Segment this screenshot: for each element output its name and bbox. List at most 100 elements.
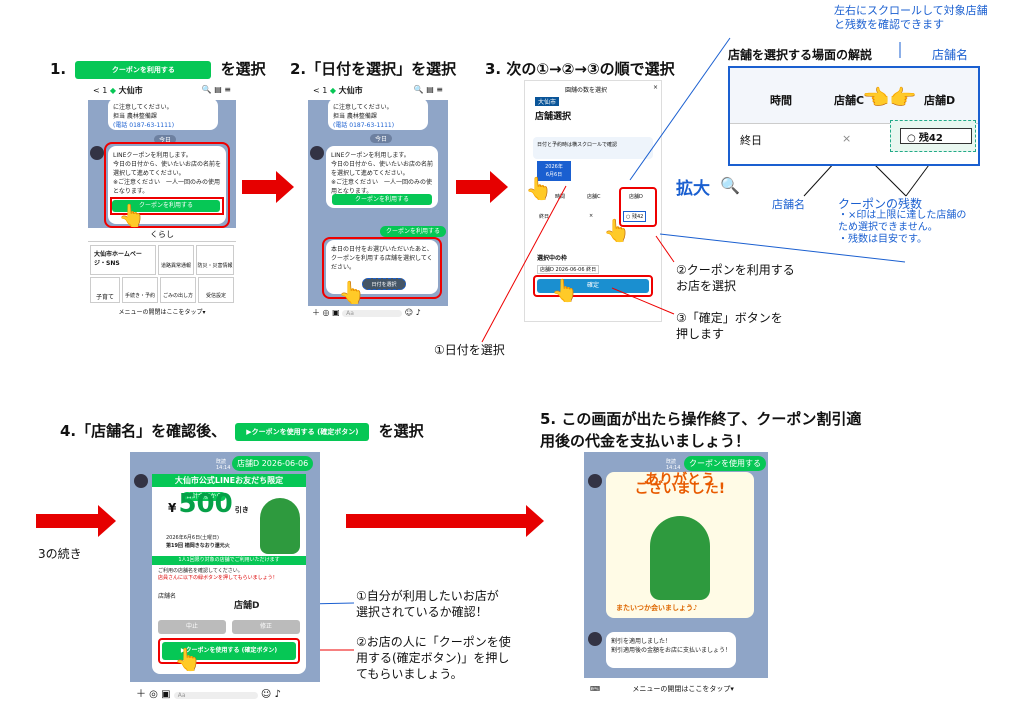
- mascot-image: [650, 516, 710, 600]
- read-time: 既読 14:14: [666, 459, 681, 471]
- menu-toggle-bar[interactable]: ⌨ メニューの開閉はここをタップ▾: [584, 680, 768, 698]
- back-button[interactable]: < 1: [93, 86, 108, 95]
- kurashi-tab[interactable]: くらし: [88, 228, 236, 242]
- use-coupon-button[interactable]: クーポンを利用する: [332, 194, 432, 205]
- store-label: 店舗名: [158, 593, 177, 600]
- applied-message: 割引を適用しました！ 割引適用後の金額をお店に支払いましょう！: [606, 632, 736, 668]
- menu-item-settings[interactable]: 受信設定: [198, 277, 234, 303]
- chat-title: 大仙市: [118, 86, 143, 95]
- selected-value: 店舗D 2026-06-06 終日: [537, 265, 600, 274]
- tag-label: 大仙市: [535, 97, 560, 106]
- msg-text: 割引を適用しました！: [611, 638, 672, 645]
- confirm-message: ご利用の店舗名を確認してください。 店員さんに以下の緑ボタンを押してもらいましょ…: [158, 568, 278, 582]
- plus-icon[interactable]: ＋ ◎ ▣: [136, 689, 171, 700]
- date-select-button[interactable]: 日付を選択: [362, 278, 406, 290]
- menu-icon[interactable]: 🔍 ▤ ≡: [413, 85, 443, 94]
- note-line: 用する(確定ボタン)」を押し: [356, 651, 510, 665]
- zoom-cell-o[interactable]: ○ 残42: [900, 128, 972, 144]
- highlight-rect: [110, 197, 224, 215]
- zoom-col-time: 時間: [770, 94, 792, 107]
- message-input[interactable]: Aa: [342, 310, 403, 317]
- msg-text: 今日の日付から、使いたいお店の名前を選択して進めてください。: [331, 161, 434, 177]
- sent-message: 店舗D 2026-06-06: [232, 456, 314, 471]
- step3-heading: 3. 次の①→②→③の順で選択: [485, 60, 675, 78]
- use-coupon-confirm-button[interactable]: ▶クーポンを使用する (確定ボタン): [162, 642, 296, 660]
- cell-available[interactable]: ○ 残42: [623, 211, 647, 222]
- use-coupon-button[interactable]: クーポンを利用する: [112, 200, 220, 212]
- phone1-header: < 1 ◆ 大仙市 🔍 ▤ ≡: [88, 80, 236, 100]
- phone2-screen: < 1 ◆ 大仙市 🔍 ▤ ≡ に注意してください。 担当 農林整備課 (電話 …: [308, 80, 448, 320]
- discount-sub: 合計金額から: [182, 492, 227, 501]
- step4-prefix: 4.「店舗名」を確認後、: [60, 422, 227, 440]
- step4-heading: 4.「店舗名」を確認後、 ▶クーポンを使用する (確定ボタン) を選択: [60, 420, 424, 441]
- step1-number: 1.: [50, 60, 67, 78]
- plus-icon[interactable]: ＋ ◎ ▣: [312, 308, 340, 317]
- tap-hand-icon: 👆: [118, 204, 146, 229]
- read-time: 既読 14:14: [216, 459, 231, 471]
- table-row-label: 終日: [539, 214, 550, 220]
- step2-heading: 2.「日付を選択」を選択: [290, 60, 457, 78]
- message-input[interactable]: Aa: [173, 692, 258, 699]
- menu-toggle[interactable]: メニューの開閉はここをタップ▾: [118, 309, 206, 316]
- date-select-message: 本日の日付をお選びいただいたあと、クーポンを利用する店舗を選択してください。: [326, 240, 438, 294]
- msg-text: 店員さんに以下の緑ボタンを押してもらいましょう！: [158, 575, 278, 581]
- back-button[interactable]: < 1: [313, 86, 328, 95]
- confirm-button[interactable]: 確定: [537, 279, 649, 293]
- note-step2: ②クーポンを利用する お店を選択: [676, 262, 795, 294]
- remain-note-line1: ・×印は上限に達した店舗の: [838, 210, 967, 221]
- zoom-col-d: 店舗D: [924, 94, 956, 107]
- discount-amount: ¥ 500 引き: [168, 491, 249, 517]
- avatar: [310, 146, 324, 160]
- cancel-button[interactable]: 中止: [158, 620, 226, 634]
- msg-phone-link[interactable]: (電話 0187-63-1111): [333, 122, 395, 129]
- sent-message: クーポンを利用する: [380, 226, 446, 237]
- msg-phone-link[interactable]: (電話 0187-63-1111): [113, 122, 175, 129]
- avatar: [588, 632, 602, 646]
- highlight-box: [322, 237, 442, 299]
- amount-unit: 引き: [234, 506, 249, 514]
- keyboard-icon[interactable]: ⌨: [590, 685, 601, 693]
- msg-text: 本日の日付をお選びいただいたあと、クーポンを利用する店舗を選択してください。: [331, 246, 433, 271]
- chat-title: 大仙市: [338, 86, 363, 95]
- step1-button-sample: クーポンを利用する: [75, 60, 212, 79]
- remain-note: クーポンの残数 ・×印は上限に達した店舗の ため選択できません。 ・残数は目安で…: [838, 198, 966, 246]
- bye-text: またいつか会いましょう♪: [616, 604, 698, 612]
- highlight-box: [104, 142, 230, 228]
- arrow-right-icon: [36, 505, 116, 537]
- zoom-header-row: [730, 68, 978, 124]
- menu-item-road[interactable]: 道路異常通報: [158, 245, 194, 275]
- emoji-icon[interactable]: ☺ ♪: [404, 308, 421, 317]
- note-line: ②クーポンを利用する: [676, 263, 795, 277]
- menu-item-hp[interactable]: 大仙市ホームページ・SNS: [90, 245, 156, 275]
- note-step1: ①日付を選択: [434, 343, 505, 357]
- swipe-hand-icon: 👈👉: [862, 86, 917, 111]
- zoom-cell-x: ×: [842, 132, 852, 145]
- msg-text: ご利用の店舗名を確認してください。: [158, 568, 243, 574]
- avatar: [588, 474, 602, 488]
- table-header-d: 店舗D: [629, 194, 643, 200]
- avatar: [90, 146, 104, 160]
- event-name: 第19回 楢岡きなおり還元火: [166, 543, 230, 549]
- step1-suffix: を選択: [220, 60, 266, 78]
- continued-label: 3の続き: [38, 547, 82, 561]
- close-icon[interactable]: ×: [653, 84, 659, 91]
- tap-hand-icon: 👆: [525, 177, 553, 202]
- msg-text: ※ご注意ください 一人一回のみの使用となります。: [331, 179, 433, 195]
- menu-item-tetsuzuki[interactable]: 手続き・予約: [122, 277, 158, 303]
- scroll-note: 左右にスクロールして対象店舗 と残数を確認できます: [834, 4, 988, 32]
- menu-icon[interactable]: 🔍 ▤ ≡: [201, 85, 231, 94]
- edit-button[interactable]: 修正: [232, 620, 300, 634]
- menu-item-gomi[interactable]: ごみの出し方: [160, 277, 196, 303]
- store-name-label-2: 店舗名: [772, 198, 805, 211]
- cell-unavailable: ×: [589, 213, 594, 219]
- avatar: [134, 474, 148, 488]
- modal-header: 園舗の数を選択: [565, 87, 608, 94]
- note-press-confirm: ②お店の人に「クーポンを使 用する(確定ボタン)」を押し てもらいましょう。: [356, 634, 511, 682]
- menu-item-disaster[interactable]: 防災・災害情報: [196, 245, 234, 275]
- note-line: てもらいましょう。: [356, 667, 463, 681]
- arrow-right-icon: [456, 171, 508, 203]
- zoom-row-label: 終日: [740, 134, 762, 147]
- menu-item-kosodate[interactable]: 子育て: [90, 277, 120, 303]
- date-chip-button[interactable]: 2026年 6月6日: [537, 161, 571, 181]
- emoji-icon[interactable]: ☺ ♪: [260, 689, 281, 700]
